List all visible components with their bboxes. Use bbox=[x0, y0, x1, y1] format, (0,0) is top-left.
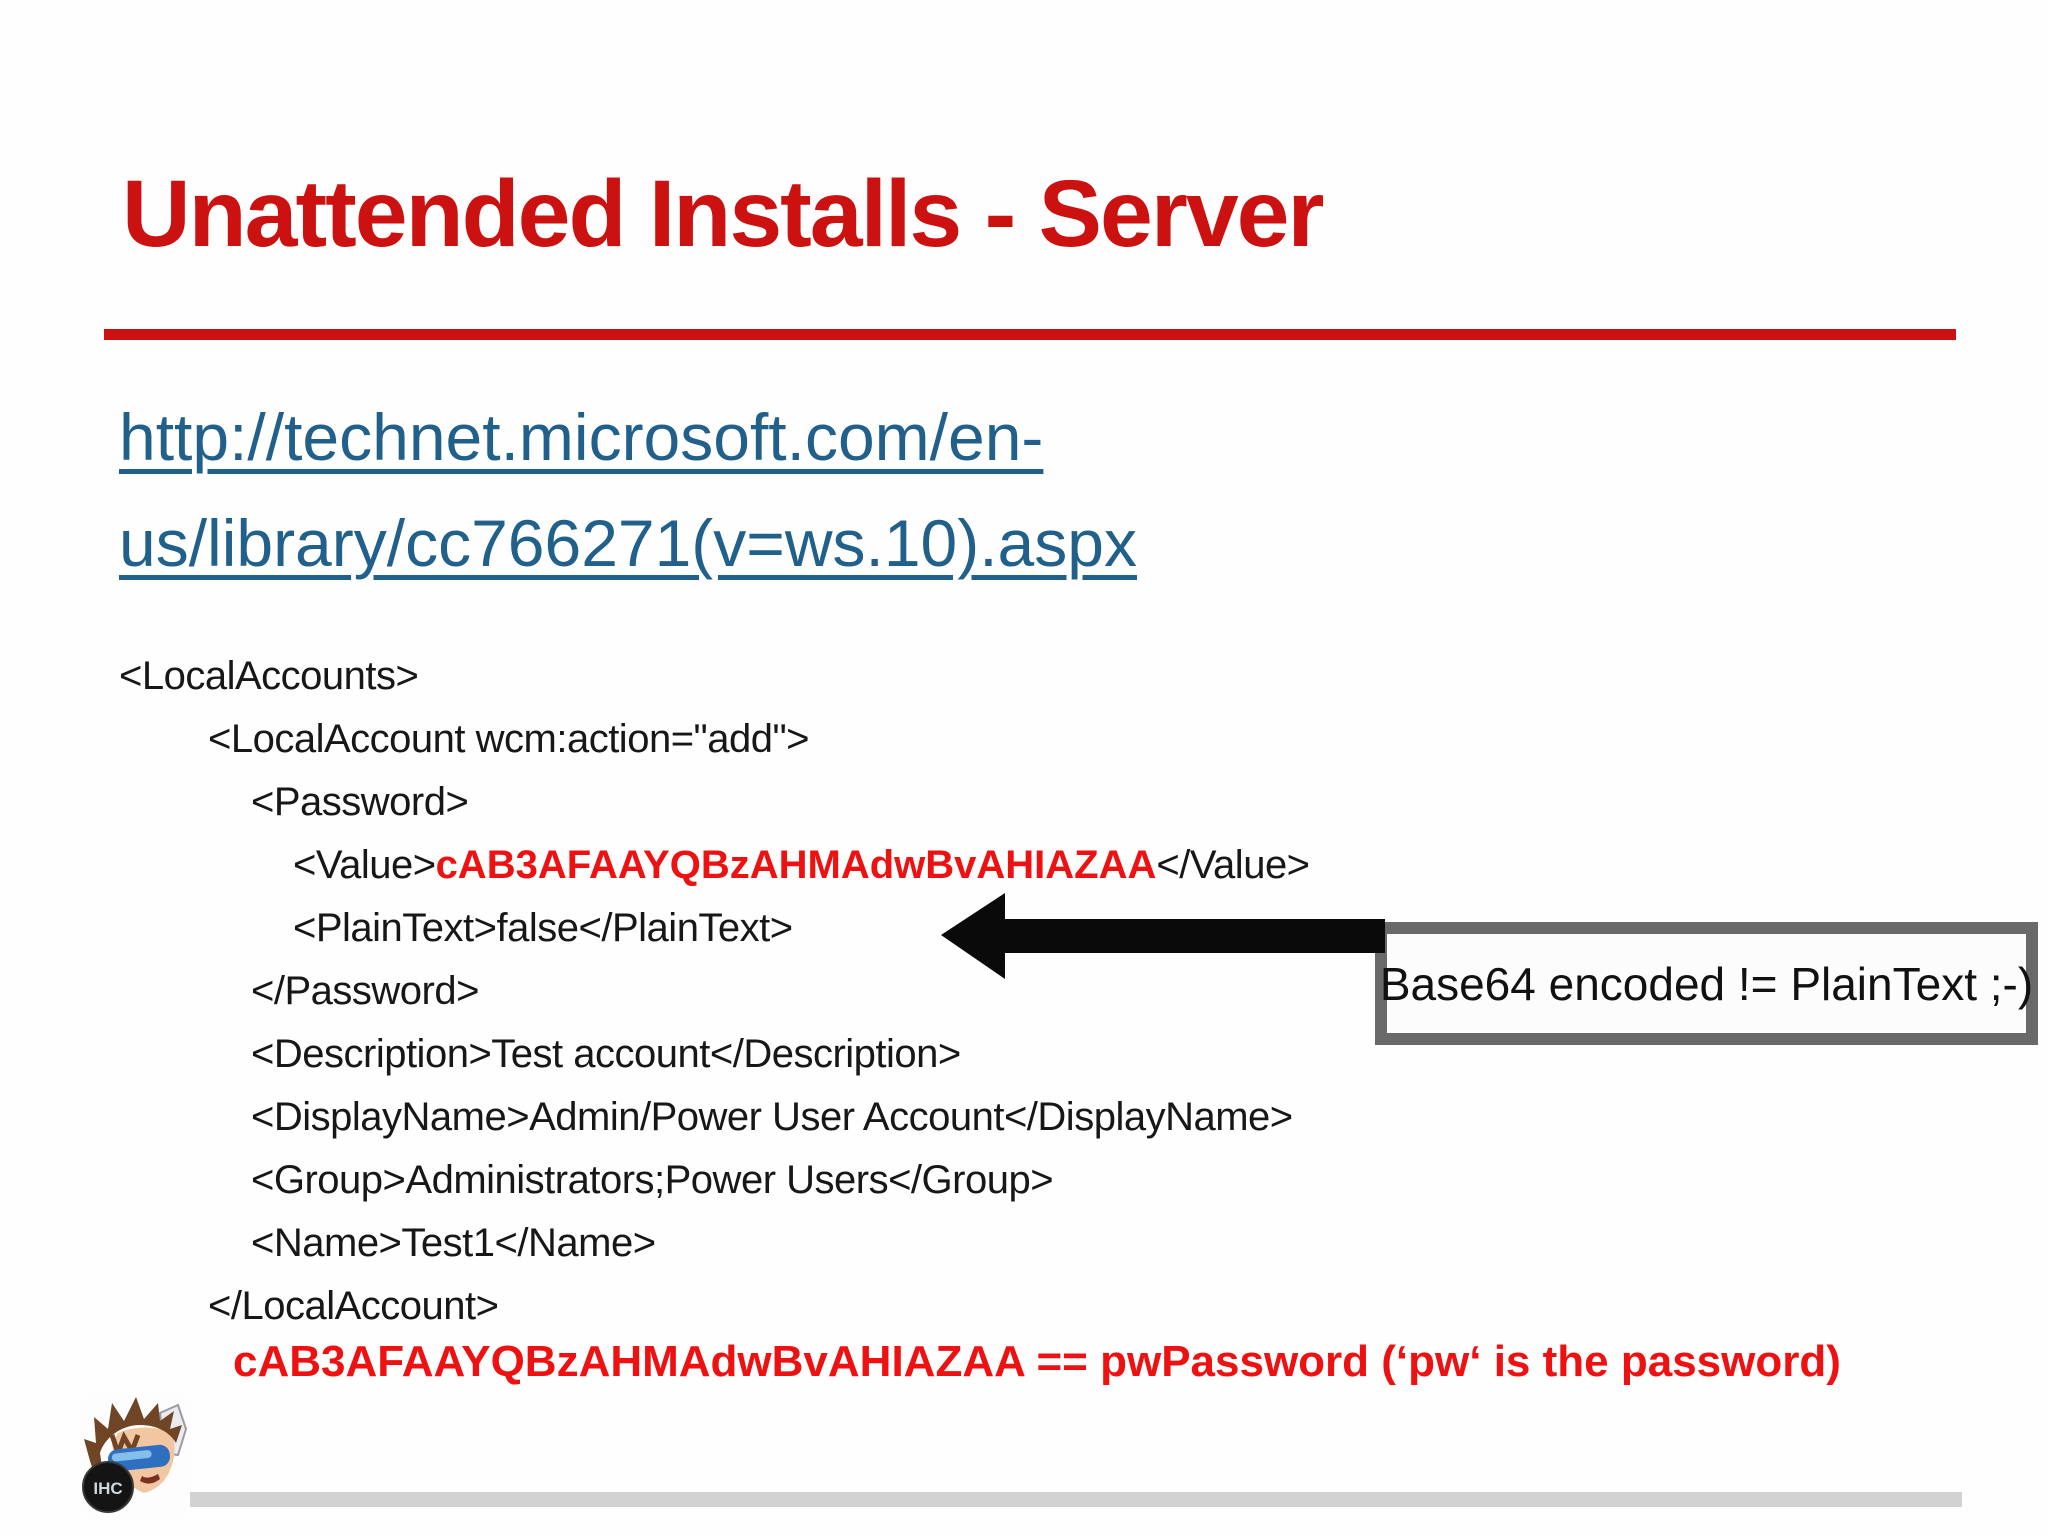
avatar-hair bbox=[84, 1397, 182, 1473]
code-line: <Value>cAB3AFAAYQBzAHMAdwBvAHIAZAA</Valu… bbox=[293, 843, 1310, 887]
callout-label: Base64 encoded != PlainText ;-) bbox=[1379, 957, 2034, 1010]
technet-link[interactable]: http://technet.microsoft.com/en- us/libr… bbox=[119, 384, 1137, 596]
base64-password-highlight: cAB3AFAAYQBzAHMAdwBvAHIAZAA bbox=[435, 843, 1157, 887]
code-line: <Description>Test account</Description> bbox=[251, 1032, 961, 1076]
code-line: <Group>Administrators;Power Users</Group… bbox=[251, 1158, 1054, 1202]
technet-link-line1[interactable]: http://technet.microsoft.com/en- bbox=[119, 400, 1044, 474]
callout-box: Base64 encoded != PlainText ;-) bbox=[1375, 922, 2038, 1045]
avatar-badge-text: IHC bbox=[93, 1479, 122, 1498]
code-line: <Name>Test1</Name> bbox=[251, 1221, 656, 1265]
footer-bar bbox=[128, 1492, 1962, 1507]
left-arrow-icon bbox=[941, 893, 1385, 979]
decoded-password-note: cAB3AFAAYQBzAHMAdwBvAHIAZAA == pwPasswor… bbox=[233, 1337, 1841, 1386]
avatar-badge bbox=[82, 1461, 134, 1513]
code-line: <PlainText>false</PlainText> bbox=[293, 906, 793, 950]
presenter-avatar: IHC bbox=[82, 1395, 190, 1517]
code-block: <LocalAccounts> <LocalAccount wcm:action=… bbox=[0, 645, 2048, 1338]
title-divider bbox=[104, 329, 1956, 340]
code-line: <LocalAccounts> bbox=[119, 654, 419, 698]
code-line: </LocalAccount> bbox=[208, 1284, 499, 1328]
avatar-mouth bbox=[140, 1474, 160, 1484]
code-line: <Password> bbox=[251, 780, 469, 824]
code-line: </Password> bbox=[251, 969, 479, 1013]
code-line: <DisplayName>Admin/Power User Account</D… bbox=[251, 1095, 1293, 1139]
code-line: <LocalAccount wcm:action="add"> bbox=[208, 717, 810, 761]
page-title: Unattended Installs - Server bbox=[122, 161, 1324, 267]
technet-link-line2[interactable]: us/library/cc766271(v=ws.10).aspx bbox=[119, 506, 1137, 580]
